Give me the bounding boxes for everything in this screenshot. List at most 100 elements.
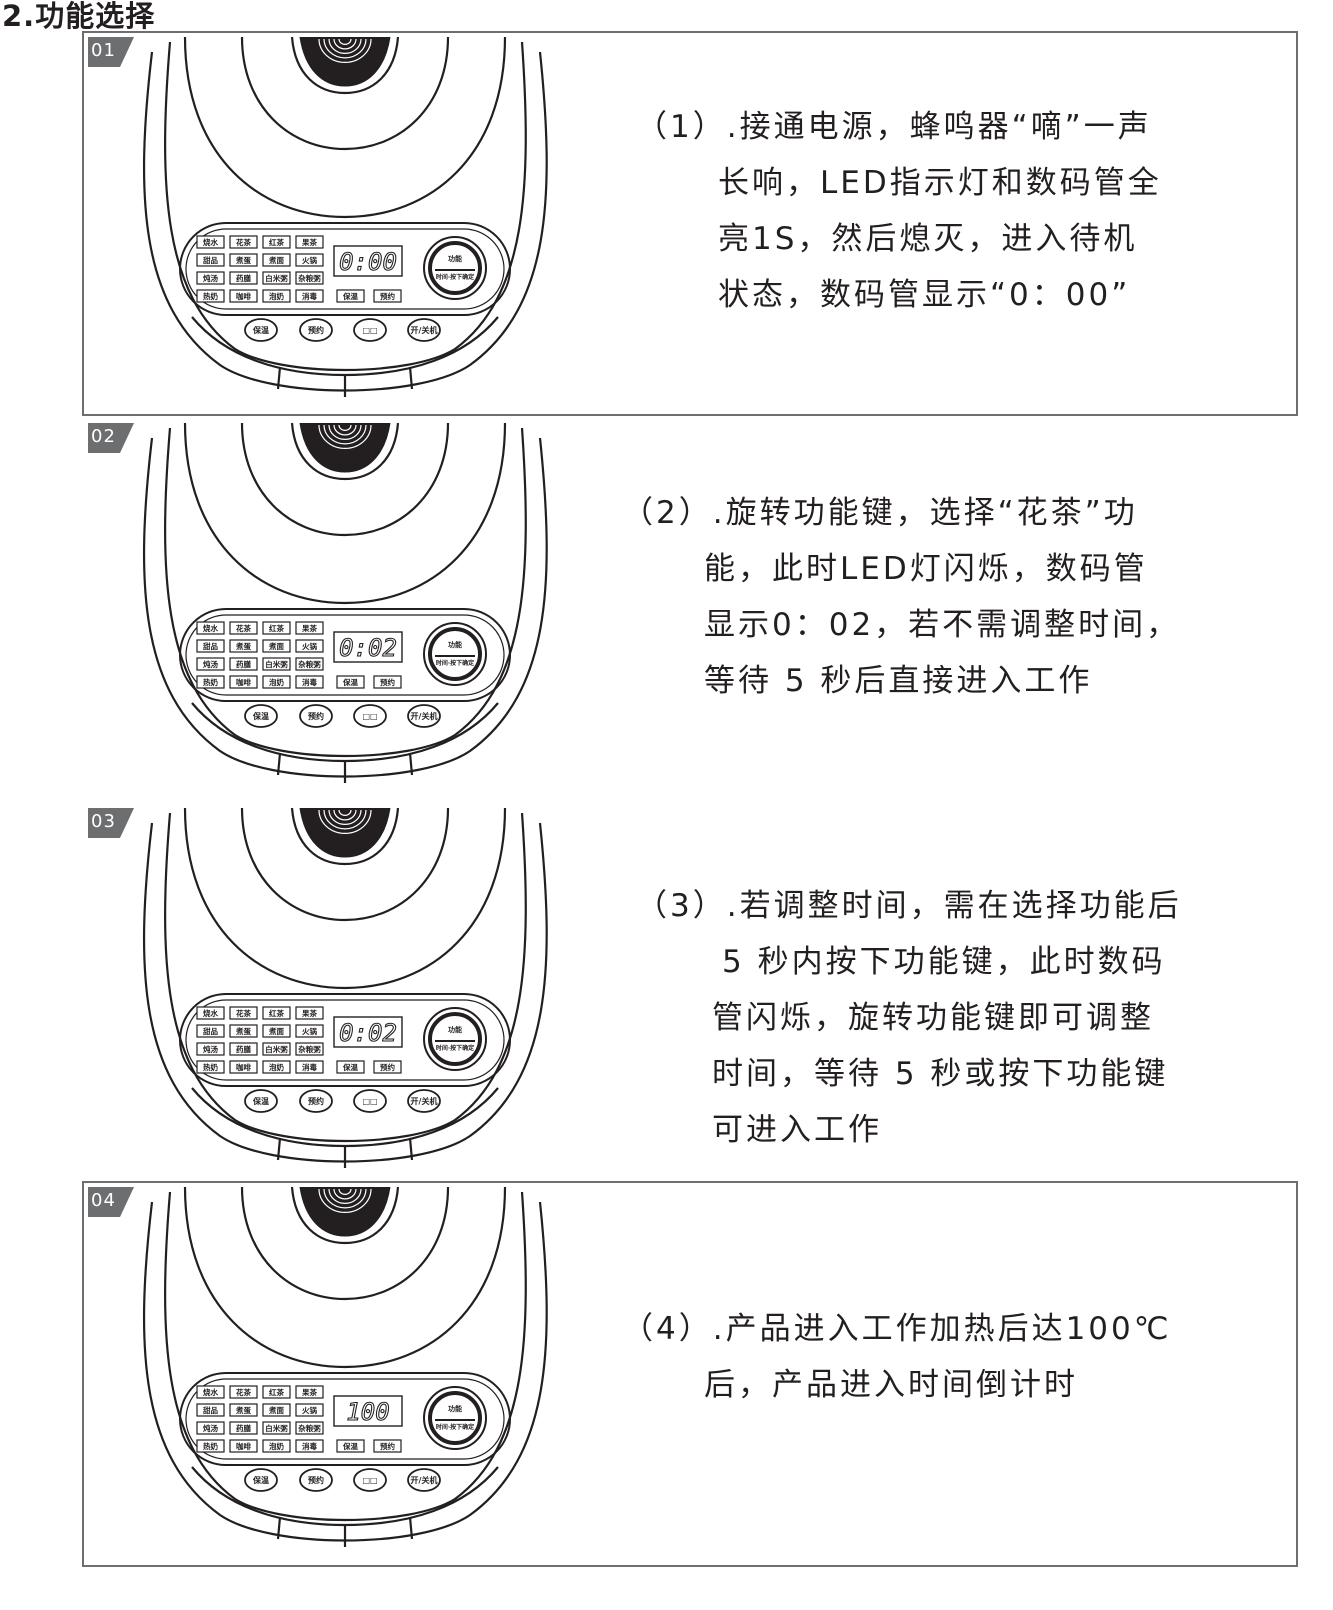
indicator-key: 预约	[373, 1060, 402, 1074]
function-key: 甜品	[196, 1024, 225, 1038]
appliance-outline	[143, 807, 548, 1168]
svg-text:100: 100	[346, 1398, 389, 1426]
indicator-key: 预约	[373, 1439, 402, 1453]
svg-text:咖啡: 咖啡	[236, 291, 251, 301]
svg-text:白米粥: 白米粥	[265, 273, 288, 283]
function-key: 消毒	[295, 1060, 324, 1074]
function-key: 煮蛋	[229, 639, 258, 653]
function-key: 泡奶	[262, 289, 291, 303]
function-key: 花茶	[229, 621, 258, 635]
svg-text:果茶: 果茶	[302, 237, 317, 247]
svg-text:□□: □□	[362, 1097, 377, 1106]
panel-button[interactable]: 保温	[244, 1468, 278, 1492]
function-key: 花茶	[229, 1006, 258, 1020]
function-key: 果茶	[295, 235, 324, 249]
svg-text:咖啡: 咖啡	[236, 1062, 251, 1072]
svg-text:预约: 预约	[380, 677, 395, 687]
svg-text:甜品: 甜品	[203, 1405, 218, 1415]
function-key: 热奶	[196, 1060, 225, 1074]
panel-button[interactable]: 预约	[299, 1468, 333, 1492]
function-key: 火锅	[295, 639, 324, 653]
svg-text:火锅: 火锅	[302, 1026, 317, 1036]
function-key: 火锅	[295, 253, 324, 267]
panel-button[interactable]: □□	[353, 1468, 387, 1492]
svg-text:保温: 保温	[342, 1441, 358, 1451]
svg-text:开/关机: 开/关机	[411, 325, 438, 335]
svg-text:火锅: 火锅	[302, 1405, 317, 1415]
step-1-frame	[82, 31, 1298, 416]
desc-line: （1）.接通电源，蜂鸣器“嘀”一声	[636, 109, 1152, 145]
svg-text:保温: 保温	[252, 1475, 269, 1485]
function-key: 咖啡	[229, 289, 258, 303]
function-key: 泡奶	[262, 1439, 291, 1453]
svg-text:功能: 功能	[448, 254, 462, 263]
function-key: 杂粮粥	[295, 1042, 324, 1056]
svg-text:火锅: 火锅	[302, 641, 317, 651]
svg-text:花茶: 花茶	[236, 623, 251, 633]
step-badge: 04	[88, 1187, 134, 1217]
svg-text:热奶: 热奶	[203, 1441, 218, 1451]
panel-button[interactable]: 保温	[244, 318, 278, 342]
desc-line: 亮1S，然后熄灭，进入待机	[718, 221, 1138, 257]
svg-text:煮蛋: 煮蛋	[235, 1405, 251, 1415]
svg-text:煮面: 煮面	[268, 641, 284, 651]
panel-button[interactable]: 开/关机	[407, 704, 441, 728]
svg-text:热奶: 热奶	[203, 1062, 218, 1072]
function-key: 果茶	[295, 1385, 324, 1399]
panel-button[interactable]: 开/关机	[407, 318, 441, 342]
function-key: 炖汤	[196, 1042, 225, 1056]
step-4-frame	[82, 1181, 1298, 1567]
panel-button[interactable]: 预约	[299, 318, 333, 342]
panel-button[interactable]: 开/关机	[407, 1089, 441, 1113]
svg-text:煮蛋: 煮蛋	[235, 255, 251, 265]
panel-button[interactable]: 保温	[244, 704, 278, 728]
panel-button[interactable]: 预约	[299, 1089, 333, 1113]
function-key: 煮面	[262, 1024, 291, 1038]
svg-text:烧水: 烧水	[203, 623, 218, 633]
step-badge: 02	[88, 423, 134, 453]
desc-line: 后，产品进入时间倒计时	[704, 1367, 1078, 1403]
svg-text:泡奶: 泡奶	[269, 1441, 284, 1451]
svg-text:预约: 预约	[308, 1096, 324, 1106]
function-key: 煮面	[262, 639, 291, 653]
svg-text:时间·按下确定: 时间·按下确定	[436, 1044, 474, 1052]
function-key: 热奶	[196, 675, 225, 689]
svg-text:预约: 预约	[308, 325, 324, 335]
panel-button[interactable]: □□	[353, 318, 387, 342]
panel-button[interactable]: 预约	[299, 704, 333, 728]
function-key: 红茶	[262, 235, 291, 249]
function-key: 杂粮粥	[295, 271, 324, 285]
svg-text:保温: 保温	[252, 325, 269, 335]
page-title: 2.功能选择	[2, 0, 156, 33]
svg-text:火锅: 火锅	[302, 255, 317, 265]
svg-text:果茶: 果茶	[302, 1387, 317, 1397]
desc-line: （2）.旋转功能键，选择“花茶”功	[622, 495, 1138, 531]
function-key: 烧水	[196, 235, 225, 249]
panel-button[interactable]: 开/关机	[407, 1468, 441, 1492]
panel-button[interactable]: 保温	[244, 1089, 278, 1113]
function-key: 烧水	[196, 1385, 225, 1399]
svg-text:预约: 预约	[308, 1475, 324, 1485]
panel-button[interactable]: □□	[353, 1089, 387, 1113]
svg-text:红茶: 红茶	[269, 623, 284, 633]
indicator-key: 预约	[373, 675, 402, 689]
svg-text:开/关机: 开/关机	[411, 1475, 438, 1485]
svg-text:果茶: 果茶	[302, 1008, 317, 1018]
step-number: 02	[91, 426, 116, 447]
panel-button[interactable]: □□	[353, 704, 387, 728]
function-key: 白米粥	[262, 657, 291, 671]
svg-text:消毒: 消毒	[302, 1062, 317, 1072]
svg-text:咖啡: 咖啡	[236, 1441, 251, 1451]
function-key: 花茶	[229, 1385, 258, 1399]
function-key: 药膳	[229, 1421, 258, 1435]
svg-text:预约: 预约	[308, 711, 324, 721]
svg-text:预约: 预约	[380, 291, 395, 301]
function-key: 白米粥	[262, 271, 291, 285]
step-description: （1）.接通电源，蜂鸣器“嘀”一声 长响，LED指示灯和数码管全 亮1S，然后熄…	[636, 99, 1162, 323]
svg-text:预约: 预约	[380, 1062, 395, 1072]
